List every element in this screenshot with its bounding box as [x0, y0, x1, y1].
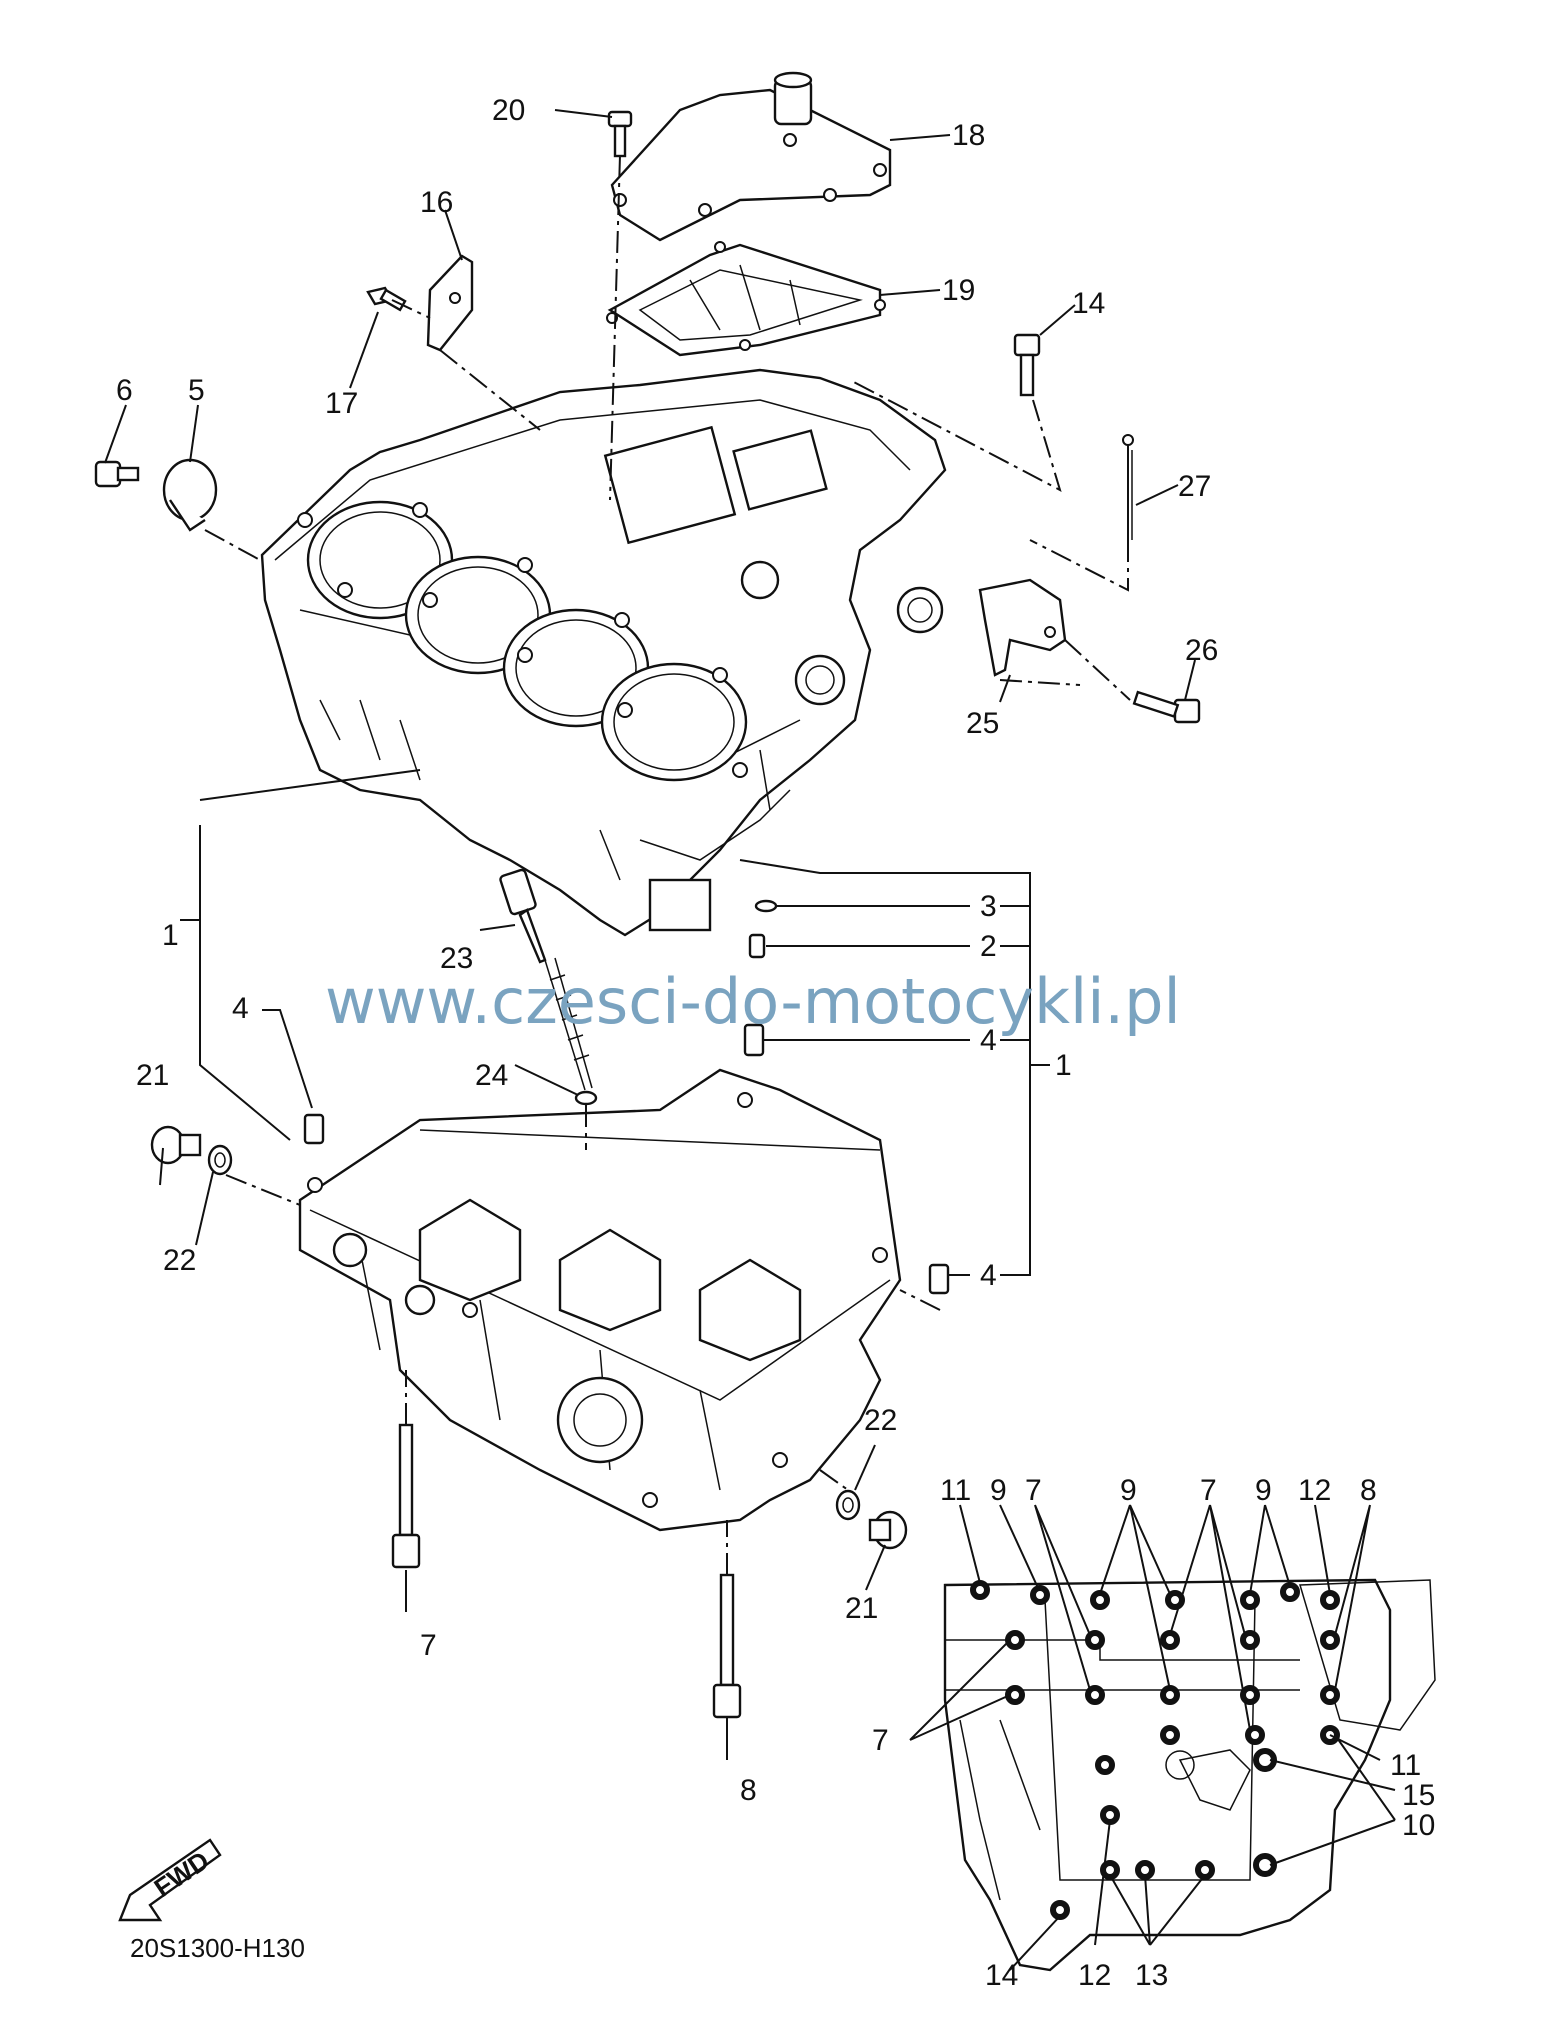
detail-callout-9-b: 9	[1120, 1474, 1137, 1507]
o-ring-part-24	[574, 1090, 598, 1106]
cover-part-18	[610, 71, 892, 242]
detail-callout-7-b: 7	[1200, 1474, 1217, 1507]
leader-lines	[104, 109, 1196, 1760]
fwd-arrow-icon	[118, 1838, 222, 1922]
callout-5: 5	[188, 374, 205, 407]
callout-19: 19	[942, 274, 975, 307]
assembly-lines	[204, 154, 1131, 1575]
detail-callout-9-a: 9	[990, 1474, 1007, 1507]
callout-8: 8	[740, 1774, 757, 1807]
dipstick-part-23	[499, 868, 593, 1091]
detail-callout-15: 15	[1402, 1779, 1435, 1812]
detail-leader-lines	[909, 1504, 1396, 1971]
callout-26: 26	[1185, 634, 1218, 667]
callout-21-right: 21	[845, 1592, 878, 1625]
bolt-part-17	[366, 286, 407, 312]
callout-4-left: 4	[232, 992, 249, 1025]
drawing-code: 20S1300-H130	[130, 1933, 305, 1963]
callout-23: 23	[440, 942, 473, 975]
callout-1-left: 1	[162, 919, 179, 952]
callout-24: 24	[475, 1059, 508, 1092]
callout-16: 16	[420, 186, 453, 219]
stud-part-27	[1122, 434, 1134, 540]
cover-part-5	[162, 458, 218, 532]
lower-crankcase	[298, 1068, 902, 1532]
bolt-part-26	[1132, 690, 1201, 724]
plug-part-21b	[868, 1510, 908, 1550]
bolt-part-7	[391, 1423, 421, 1569]
gasket-part-19	[606, 241, 886, 357]
washer-part-22a	[207, 1144, 233, 1176]
callout-27: 27	[1178, 470, 1211, 503]
callout-6: 6	[116, 374, 133, 407]
dowel-part-4b	[303, 1113, 325, 1145]
detail-callout-11-top: 11	[940, 1474, 971, 1507]
bolt-part-8	[712, 1573, 742, 1719]
detail-callout-10: 10	[1402, 1809, 1435, 1842]
washer-part-22b	[835, 1489, 861, 1521]
detail-callout-7-a: 7	[1025, 1474, 1042, 1507]
callout-4-upper: 4	[980, 1024, 997, 1057]
callout-3: 3	[980, 890, 997, 923]
o-ring-part-3	[754, 899, 778, 913]
bolt-part-20	[607, 110, 633, 158]
detail-callout-12-bottom: 12	[1078, 1959, 1111, 1992]
detail-callout-11-right: 11	[1390, 1749, 1421, 1782]
detail-callout-14: 14	[985, 1959, 1018, 1992]
detail-callout-7-c: 7	[872, 1724, 889, 1757]
bolt-part-6	[94, 460, 140, 488]
callout-22-left: 22	[163, 1244, 196, 1277]
callout-7: 7	[420, 1629, 437, 1662]
callout-2: 2	[980, 930, 997, 963]
callout-21-left: 21	[136, 1059, 169, 1092]
detail-callout-8: 8	[1360, 1474, 1377, 1507]
callout-25: 25	[966, 707, 999, 740]
callout-20: 20	[492, 94, 525, 127]
upper-crankcase	[260, 368, 947, 937]
bracket-part-25	[978, 578, 1067, 677]
detail-inset-bolt-pattern	[943, 1578, 1436, 1972]
callout-17: 17	[325, 387, 358, 420]
plug-part-2	[748, 933, 766, 959]
detail-callout-12-top: 12	[1298, 1474, 1331, 1507]
callout-18: 18	[952, 119, 985, 152]
dowel-part-4c	[928, 1263, 950, 1295]
bolt-part-14	[1013, 333, 1041, 397]
callout-22-right: 22	[864, 1404, 897, 1437]
plug-part-21a	[150, 1125, 202, 1165]
watermark: www.czesci-do-motocykli.pl	[325, 965, 1181, 1038]
callout-4-lower: 4	[980, 1259, 997, 1292]
detail-callout-13: 13	[1135, 1959, 1168, 1992]
callout-1-right: 1	[1055, 1049, 1072, 1082]
dowel-part-4a	[743, 1023, 765, 1057]
callout-14: 14	[1072, 287, 1105, 320]
detail-callout-9-c: 9	[1255, 1474, 1272, 1507]
bracket-part-16	[426, 254, 474, 352]
